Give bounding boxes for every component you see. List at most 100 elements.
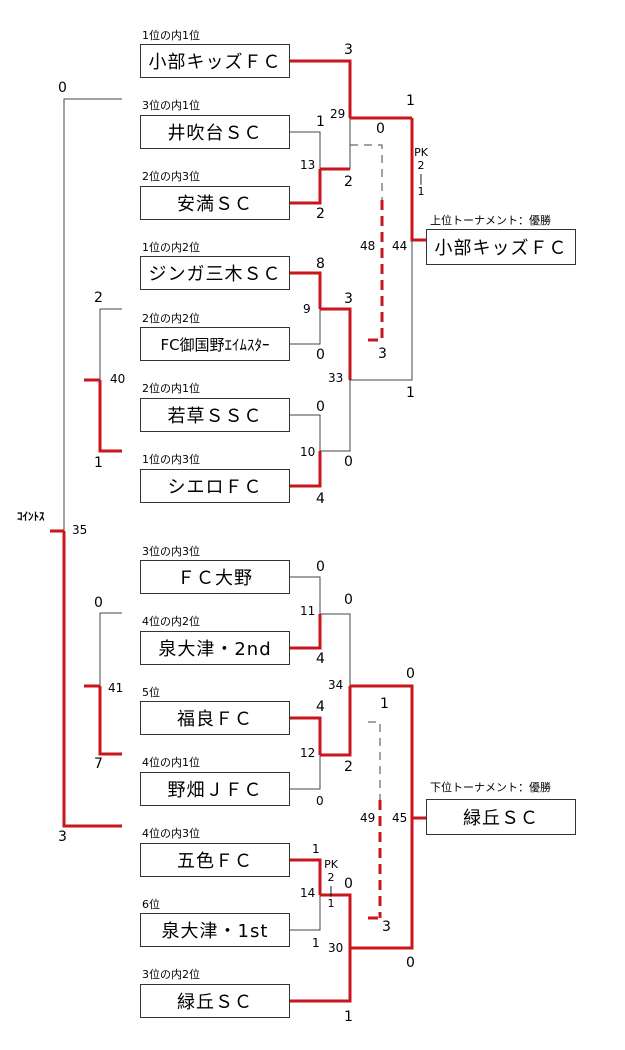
score: 0: [344, 876, 353, 892]
bracket-line: [290, 131, 350, 170]
seed-label: 6位: [142, 898, 160, 911]
bracket-line: [99, 308, 122, 380]
winner-line: [98, 380, 122, 453]
score: 3: [58, 829, 67, 845]
winner-line: [290, 614, 322, 650]
winner-line: [290, 271, 322, 309]
score: 4: [316, 491, 325, 507]
pk-bottom: 1: [417, 185, 425, 198]
bracket-line: [320, 380, 351, 452]
winner-line: [350, 818, 414, 950]
seed-label: 3位の内2位: [142, 968, 200, 981]
match-number: 35: [72, 523, 88, 537]
team-box-zinga-miki: ジンガ三木ＳＣ: [140, 256, 290, 290]
bracket-line: [99, 612, 122, 686]
seed-label: 2位の内2位: [142, 312, 200, 325]
match-number: 29: [330, 107, 346, 121]
score: 0: [94, 595, 103, 611]
bracket-line: [290, 895, 321, 931]
winner-line: [290, 858, 322, 895]
team-box-cielo: シエロＦＣ: [140, 469, 290, 503]
score: 1: [316, 114, 325, 130]
score: 1: [94, 455, 103, 471]
bracket-line: [350, 144, 383, 200]
team-box-goshiki: 五色ＦＣ: [140, 843, 290, 877]
score: 2: [344, 759, 353, 775]
score: 1: [344, 1009, 353, 1025]
winner-line: [320, 307, 352, 380]
score: 0: [316, 794, 324, 808]
score: 4: [316, 699, 325, 715]
winner-line: [320, 686, 352, 757]
seed-label: 3位の内3位: [142, 545, 200, 558]
team-box-ama: 安満ＳＣ: [140, 186, 290, 220]
score: 2: [316, 206, 325, 222]
lower-champion-box: 緑丘ＳＣ: [426, 799, 576, 835]
match-number: 34: [328, 678, 344, 692]
match-number: 13: [300, 158, 316, 172]
seed-label: 1位の内2位: [142, 241, 200, 254]
seed-label: 3位の内1位: [142, 99, 200, 112]
winner-line: [290, 169, 322, 205]
score: 0: [344, 454, 353, 470]
match-number: 30: [328, 941, 344, 955]
team-box-izumiotsu-1st: 泉大津・1st: [140, 913, 290, 947]
score: 7: [94, 756, 103, 772]
score: 1: [380, 696, 389, 712]
winner-line: [290, 716, 322, 755]
winner-line: [290, 948, 352, 1003]
score: 1: [312, 936, 320, 950]
bracket-line: [368, 721, 381, 800]
winner-line: [320, 893, 352, 948]
score: 0: [376, 121, 385, 137]
score: 1: [406, 385, 415, 401]
winner-line: [290, 59, 352, 118]
score: 3: [378, 346, 387, 362]
score: 0: [406, 955, 415, 971]
team-box-fc-ono: ＦＣ大野: [140, 560, 290, 594]
match-number: 45: [392, 811, 408, 825]
pk-label: PK: [414, 146, 428, 159]
seed-label: 4位の内3位: [142, 827, 200, 840]
team-box-nobata: 野畑ＪＦＣ: [140, 772, 290, 806]
bracket-line: [290, 576, 321, 614]
score: 1: [406, 93, 415, 109]
bracket-line: [320, 613, 351, 686]
team-box-fukura: 福良ＦＣ: [140, 701, 290, 735]
bracket-line: [50, 98, 122, 532]
score: 0: [316, 399, 325, 415]
pk-divider: |: [419, 172, 423, 185]
match-number: 10: [300, 445, 316, 459]
team-box-izumiotsu-2nd: 泉大津・2nd: [140, 631, 290, 665]
score: 2: [344, 174, 353, 190]
pk-divider: |: [329, 884, 333, 897]
match-number: 33: [328, 371, 344, 385]
pk-top: 2: [417, 159, 425, 172]
seed-label: 4位の内1位: [142, 756, 200, 769]
match-number: 9: [303, 302, 311, 316]
match-number: 14: [300, 886, 316, 900]
seed-label: 2位の内3位: [142, 170, 200, 183]
team-box-kobe-kids: 小部キッズＦＣ: [140, 44, 290, 78]
score: 0: [316, 347, 325, 363]
pk-mark: PK 2 | 1: [414, 146, 428, 198]
score: 0: [58, 80, 67, 96]
coin-toss-label: ｺｲﾝﾄｽ: [17, 510, 45, 523]
score: 0: [316, 559, 325, 575]
pk-bottom: 1: [327, 897, 335, 910]
score: 1: [312, 842, 320, 856]
seed-label: 1位の内1位: [142, 29, 200, 42]
pk-label: PK: [324, 858, 338, 871]
bracket-line: [350, 240, 413, 381]
winner-line: [290, 451, 322, 488]
lower-champion-label: 下位トーナメント：優勝: [430, 781, 551, 794]
team-box-fc-mikunino: FC御国野ｴｲﾑｽﾀｰ: [140, 327, 290, 361]
score: 0: [344, 592, 353, 608]
team-box-midorigaoka: 緑丘ＳＣ: [140, 984, 290, 1018]
seed-label: 5位: [142, 686, 160, 699]
winner-line: [98, 686, 122, 756]
seed-label: 1位の内3位: [142, 453, 200, 466]
match-number: 40: [110, 372, 126, 386]
score: 2: [94, 290, 103, 306]
